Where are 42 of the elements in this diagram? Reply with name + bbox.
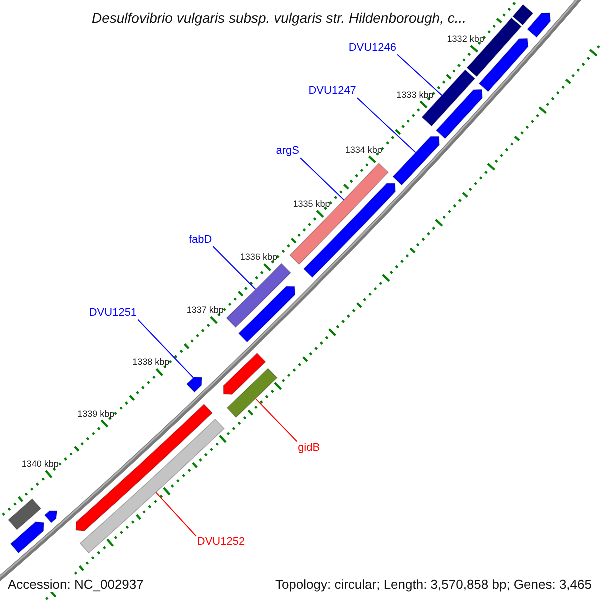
leader-line xyxy=(138,319,194,379)
gene-segment xyxy=(223,352,266,395)
tick-label: 1337 kbp xyxy=(186,305,224,316)
gene-label: DVU1246 xyxy=(348,42,398,55)
gene-segment xyxy=(44,510,58,524)
gene-segment xyxy=(392,136,440,186)
tick-label: 1332 kbp xyxy=(447,34,484,44)
gene-segment xyxy=(238,286,296,343)
leader-line xyxy=(300,158,345,201)
gene-label: DVU1251 xyxy=(88,306,138,320)
map-title: Desulfovibrio vulgaris subsp. vulgaris str. Hildenborough, c... xyxy=(92,9,467,28)
genome-summary-text: Topology: circular; Length: 3,570,858 bp; Genes: 3,465 xyxy=(275,577,592,592)
gene-label: fabD xyxy=(188,234,214,247)
gene-segment xyxy=(512,4,534,26)
tick-label: 1335 kbp xyxy=(293,198,330,209)
leader-line xyxy=(356,98,416,154)
gene-segment xyxy=(527,12,552,38)
leader-line xyxy=(397,54,443,96)
gene-label: argS xyxy=(275,145,301,158)
tick-label: 1336 kbp xyxy=(240,252,278,262)
gene-segment xyxy=(8,498,42,530)
tick-label: 1334 kbp xyxy=(345,144,382,155)
gene-bar xyxy=(226,263,292,328)
leader-line xyxy=(255,398,298,442)
gene-bar xyxy=(422,70,476,127)
leader-line xyxy=(156,492,197,537)
gene-label: DVU1247 xyxy=(308,85,358,98)
gene-label: DVU1252 xyxy=(196,536,246,550)
accession-text: Accession: NC_002937 xyxy=(8,577,144,592)
gene-segment xyxy=(186,377,202,393)
gene-bar xyxy=(226,368,278,418)
gene-bar xyxy=(290,162,390,266)
tick-label: 1340 kbp xyxy=(22,459,59,470)
gene-segment xyxy=(76,404,214,532)
leader-line xyxy=(212,246,256,290)
tick-label: 1333 kbp xyxy=(396,90,434,100)
tick-label: 1339 kbp xyxy=(78,408,115,419)
gene-segment xyxy=(466,18,522,78)
gene-segment xyxy=(436,89,484,140)
tick-label: 1338 kbp xyxy=(132,357,170,368)
gene-label: gidB xyxy=(297,442,322,455)
gene-segment xyxy=(10,522,44,554)
